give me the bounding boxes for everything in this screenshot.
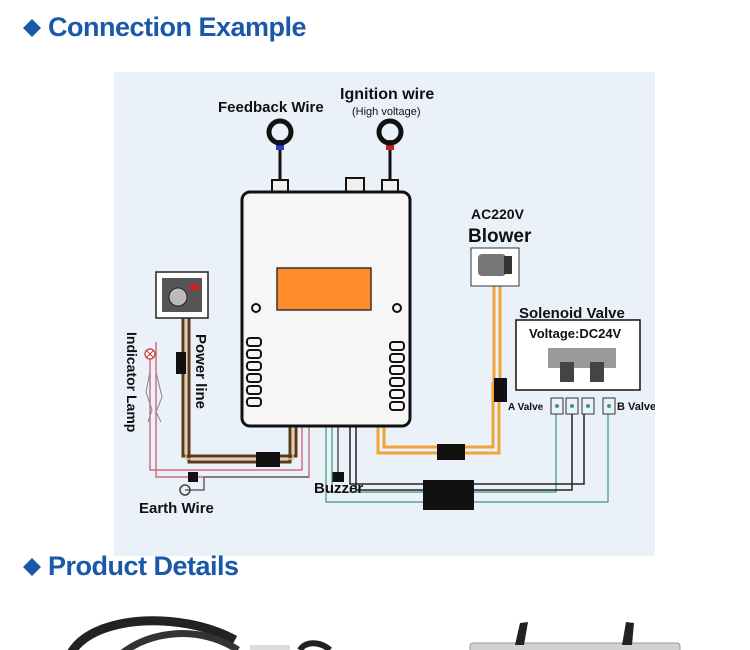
ignition-note-label: (High voltage) bbox=[352, 106, 420, 118]
power-line-connector bbox=[176, 352, 186, 374]
controller-photo bbox=[469, 642, 681, 650]
buzzer-label: Buzzer bbox=[314, 480, 363, 497]
connection-example-heading: Connection Example bbox=[22, 12, 307, 43]
solenoid-valve-icon bbox=[548, 348, 616, 368]
ignition-wire-label: Ignition wire bbox=[340, 86, 434, 103]
indicator-lamp-label: Indicator Lamp bbox=[124, 332, 140, 432]
power-line-label: Power line bbox=[192, 334, 209, 409]
solenoid-valve-label: Solenoid Valve bbox=[519, 305, 625, 322]
earth-wire bbox=[185, 476, 309, 491]
valve-driver-box bbox=[423, 480, 474, 510]
blower-connector bbox=[494, 378, 507, 402]
top-port bbox=[345, 177, 365, 193]
feedback-wire-label: Feedback Wire bbox=[218, 99, 324, 116]
feedback-ring-terminal bbox=[266, 118, 294, 146]
buzzer-connector bbox=[332, 472, 344, 482]
controller-right-vent bbox=[389, 341, 405, 411]
blower-icon bbox=[478, 254, 506, 276]
a-valve-label: A Valve bbox=[508, 402, 544, 413]
connection-example-title: Connection Example bbox=[48, 12, 307, 42]
wiring-diagram: Feedback Wire Ignition wire (High voltag… bbox=[114, 72, 655, 556]
product-details-heading: Product Details bbox=[22, 551, 239, 582]
power-connector bbox=[256, 452, 280, 467]
diamond-icon bbox=[23, 557, 41, 576]
orange-wire-connector bbox=[437, 444, 465, 460]
valve-terminals bbox=[550, 397, 616, 415]
cable-photo bbox=[67, 616, 238, 650]
b-valve-label: B Valve bbox=[617, 401, 655, 413]
controller-left-vent bbox=[246, 337, 262, 407]
ignition-ring-terminal bbox=[376, 118, 404, 146]
product-details-title: Product Details bbox=[48, 551, 239, 581]
earth-wire-label: Earth Wire bbox=[139, 500, 214, 517]
earth-wire-terminal bbox=[179, 484, 191, 496]
voltage-label: Voltage:DC24V bbox=[529, 326, 622, 341]
controller-display bbox=[276, 267, 372, 311]
diamond-icon bbox=[23, 18, 41, 37]
ac220v-label: AC220V bbox=[471, 206, 525, 222]
blower-label: Blower bbox=[468, 226, 532, 247]
product-photos bbox=[67, 616, 681, 650]
